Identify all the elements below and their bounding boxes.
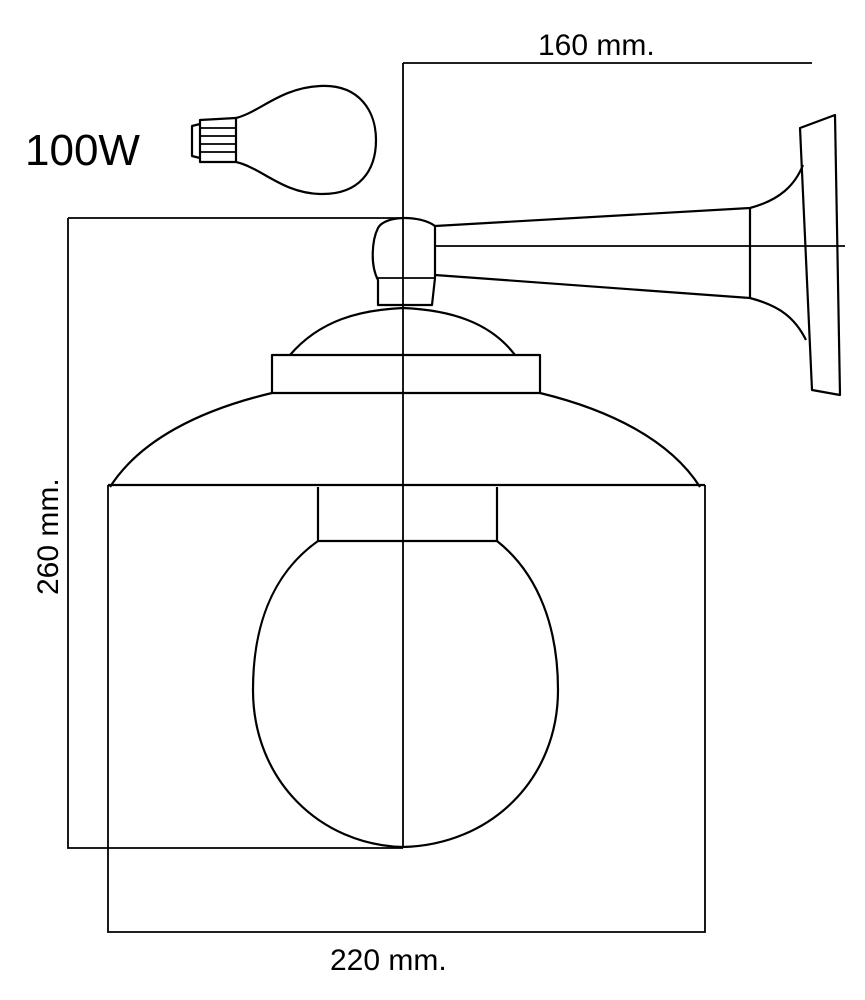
projection-dimension-label: 160 mm. — [538, 29, 655, 62]
dimension-lines — [67, 62, 812, 933]
glass-globe — [251, 487, 560, 849]
wall-bracket — [371, 113, 845, 397]
height-dimension-label: 260 mm. — [32, 478, 65, 595]
width-dimension-label: 220 mm. — [330, 944, 447, 977]
lamp-shade — [108, 306, 705, 488]
light-bulb-icon — [190, 84, 378, 196]
bulb-wattage-label: 100W — [25, 126, 140, 175]
